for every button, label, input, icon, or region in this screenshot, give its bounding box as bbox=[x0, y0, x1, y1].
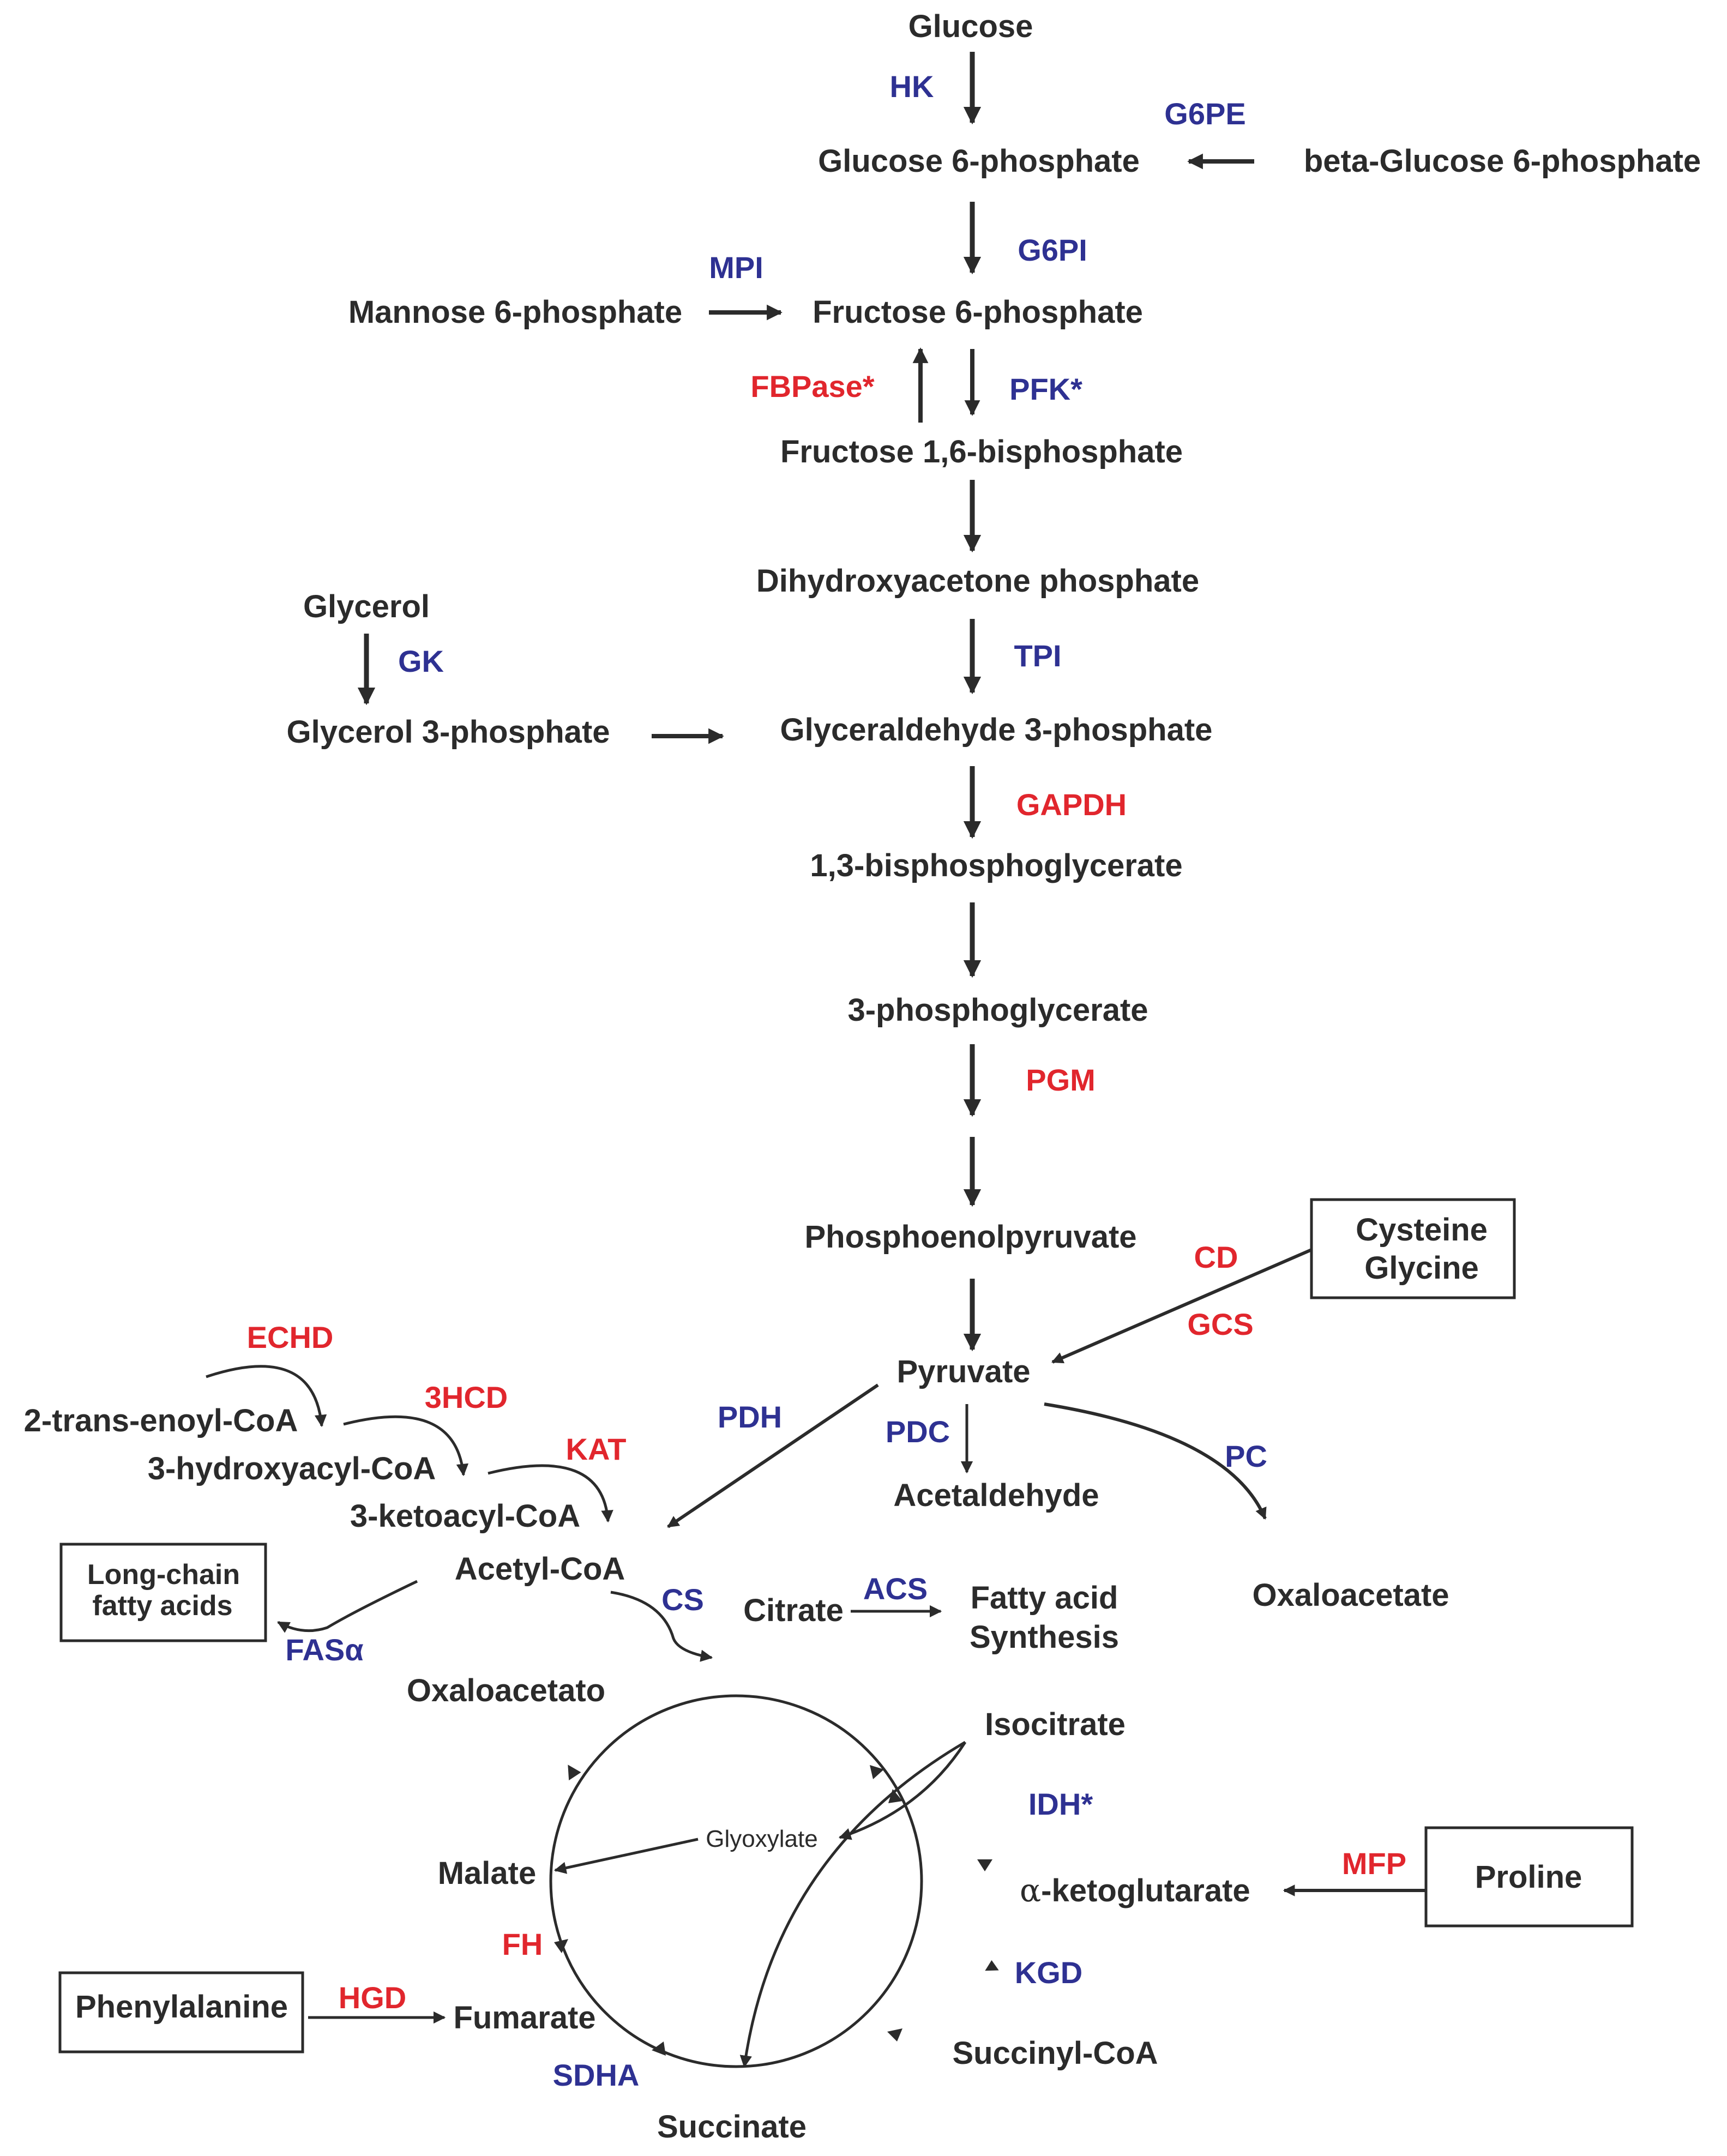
enzyme-labels: HK G6PE G6PI MPI FBPase* PFK* GK TPI GAP… bbox=[247, 69, 1406, 2092]
metabolite-isocitrate: Isocitrate bbox=[985, 1707, 1126, 1742]
enzyme-idh: IDH* bbox=[1028, 1787, 1093, 1821]
enzyme-echd: ECHD bbox=[247, 1320, 334, 1354]
box-label-long-chain: Long-chain bbox=[87, 1559, 240, 1591]
metabolite-ketoacyl-coa: 3-ketoacyl-CoA bbox=[350, 1498, 580, 1534]
boxes bbox=[58, 1198, 1634, 2053]
metabolite-oxaloacetato: Oxaloacetato bbox=[407, 1673, 605, 1708]
enzyme-kat: KAT bbox=[566, 1432, 627, 1466]
enzyme-3hcd: 3HCD bbox=[425, 1380, 508, 1414]
metabolite-succinyl-coa: Succinyl-CoA bbox=[952, 2035, 1158, 2071]
metabolite-acetaldehyde: Acetaldehyde bbox=[893, 1478, 1099, 1513]
box-label-fatty-acids: fatty acids bbox=[92, 1590, 232, 1622]
enzyme-hgd: HGD bbox=[339, 1980, 406, 2015]
enzyme-pgm: PGM bbox=[1026, 1063, 1096, 1097]
box-label-cysteine: Cysteine bbox=[1356, 1212, 1488, 1248]
enzyme-mpi: MPI bbox=[709, 250, 763, 285]
enzyme-pdh: PDH bbox=[718, 1400, 782, 1434]
enzyme-fbpase: FBPase* bbox=[750, 369, 874, 404]
box-label-phenylalanine: Phenylalanine bbox=[75, 1989, 288, 2025]
enzyme-cs: CS bbox=[661, 1582, 704, 1617]
metabolite-f16bp: Fructose 1,6-bisphosphate bbox=[780, 434, 1183, 469]
metabolite-pyruvate: Pyruvate bbox=[896, 1354, 1030, 1389]
enzyme-cd: CD bbox=[1194, 1240, 1238, 1274]
enzyme-pdc: PDC bbox=[886, 1414, 950, 1449]
enzyme-tpi: TPI bbox=[1014, 639, 1061, 673]
metabolite-mannose6p: Mannose 6-phosphate bbox=[348, 294, 682, 330]
enzyme-pc: PC bbox=[1225, 1439, 1267, 1473]
lcfa-box bbox=[59, 1543, 267, 1642]
metabolite-synthesis: Synthesis bbox=[970, 1619, 1119, 1655]
metabolite-acetyl-coa: Acetyl-CoA bbox=[455, 1551, 625, 1587]
arrow-pyruvate-oaa bbox=[1044, 1402, 1267, 1520]
enzyme-hk: HK bbox=[890, 69, 934, 104]
metabolite-glyoxylate: Glyoxylate bbox=[706, 1826, 817, 1852]
metabolite-3pg: 3-phosphoglycerate bbox=[847, 992, 1148, 1028]
enzyme-mfp: MFP bbox=[1342, 1846, 1406, 1881]
arrow-echd bbox=[206, 1365, 327, 1428]
arrow-acetylcoa-citrate-cs bbox=[610, 1591, 713, 1662]
arrow-acetylcoa-lcfa bbox=[277, 1580, 418, 1633]
arrow-kat bbox=[488, 1464, 613, 1523]
metabolite-succinate: Succinate bbox=[657, 2109, 807, 2145]
metabolite-fumarate: Fumarate bbox=[453, 2000, 595, 2035]
metabolite-hydroxyacyl-coa: 3-hydroxyacyl-CoA bbox=[148, 1451, 436, 1486]
metabolite-glycerol: Glycerol bbox=[303, 589, 430, 624]
enzyme-acs: ACS bbox=[863, 1571, 928, 1606]
arrow-isocitrate-glyoxylate bbox=[838, 1741, 967, 1840]
metabolite-malate: Malate bbox=[438, 1856, 537, 1891]
metabolite-g3p: Glyceraldehyde 3-phosphate bbox=[780, 712, 1213, 748]
enzyme-g6pi: G6PI bbox=[1018, 233, 1087, 267]
enzyme-fh: FH bbox=[502, 1927, 543, 1961]
metabolite-bpg: 1,3-bisphosphoglycerate bbox=[810, 848, 1182, 883]
metabolite-pep: Phosphoenolpyruvate bbox=[804, 1219, 1136, 1255]
krebs-cycle-circle bbox=[549, 1694, 923, 2068]
metabolite-akg: α-ketoglutarate bbox=[1020, 1872, 1250, 1909]
enzyme-sdha: SDHA bbox=[553, 2058, 640, 2092]
metabolite-f6p: Fructose 6-phosphate bbox=[813, 294, 1143, 330]
arrows bbox=[206, 52, 1426, 2068]
metabolite-glucose: Glucose bbox=[908, 9, 1033, 44]
arrow-cysgly-pyruvate bbox=[1051, 1248, 1313, 1364]
box-labels: Cysteine Glycine Long-chain fatty acids … bbox=[75, 1212, 1582, 2025]
cysteine-glycine-box bbox=[1310, 1198, 1516, 1299]
arrow-isocitrate-succinate bbox=[739, 1741, 966, 2068]
enzyme-kgd: KGD bbox=[1015, 1955, 1082, 1990]
arrow-glyoxylate-malate bbox=[553, 1838, 699, 1874]
cycle-direction-markers bbox=[554, 1764, 999, 2056]
akg-name: -ketoglutarate bbox=[1041, 1873, 1250, 1908]
metabolite-dhap: Dihydroxyacetone phosphate bbox=[756, 563, 1199, 599]
enzyme-pfk: PFK* bbox=[1009, 372, 1082, 406]
enzyme-gcs: GCS bbox=[1187, 1307, 1253, 1341]
box-label-glycine: Glycine bbox=[1364, 1250, 1479, 1286]
enzyme-gk: GK bbox=[398, 644, 444, 678]
arrow-3hcd bbox=[343, 1415, 469, 1477]
enzyme-g6pe: G6PE bbox=[1164, 97, 1245, 131]
box-label-proline: Proline bbox=[1475, 1859, 1582, 1895]
metabolite-enoyl-coa: 2-trans-enoyl-CoA bbox=[24, 1403, 298, 1438]
metabolite-labels: Glucose Glucose 6-phosphate beta-Glucose… bbox=[24, 9, 1701, 2145]
enzyme-gapdh: GAPDH bbox=[1016, 787, 1127, 822]
metabolite-glycerol3p: Glycerol 3-phosphate bbox=[286, 714, 610, 750]
arrow-pyruvate-acetylcoa bbox=[667, 1383, 879, 1528]
metabolite-beta-g6p: beta-Glucose 6-phosphate bbox=[1304, 143, 1701, 179]
proline-box bbox=[1424, 1826, 1634, 1928]
enzyme-fas: FASα bbox=[285, 1633, 363, 1667]
phenylalanine-box bbox=[58, 1971, 304, 2053]
metabolite-fatty-acid: Fatty acid bbox=[971, 1580, 1118, 1616]
metabolite-g6p: Glucose 6-phosphate bbox=[818, 143, 1140, 179]
metabolite-citrate: Citrate bbox=[743, 1593, 844, 1628]
metabolite-oaa-right: Oxaloacetate bbox=[1252, 1577, 1449, 1613]
akg-alpha-glyph: α bbox=[1020, 1872, 1041, 1909]
